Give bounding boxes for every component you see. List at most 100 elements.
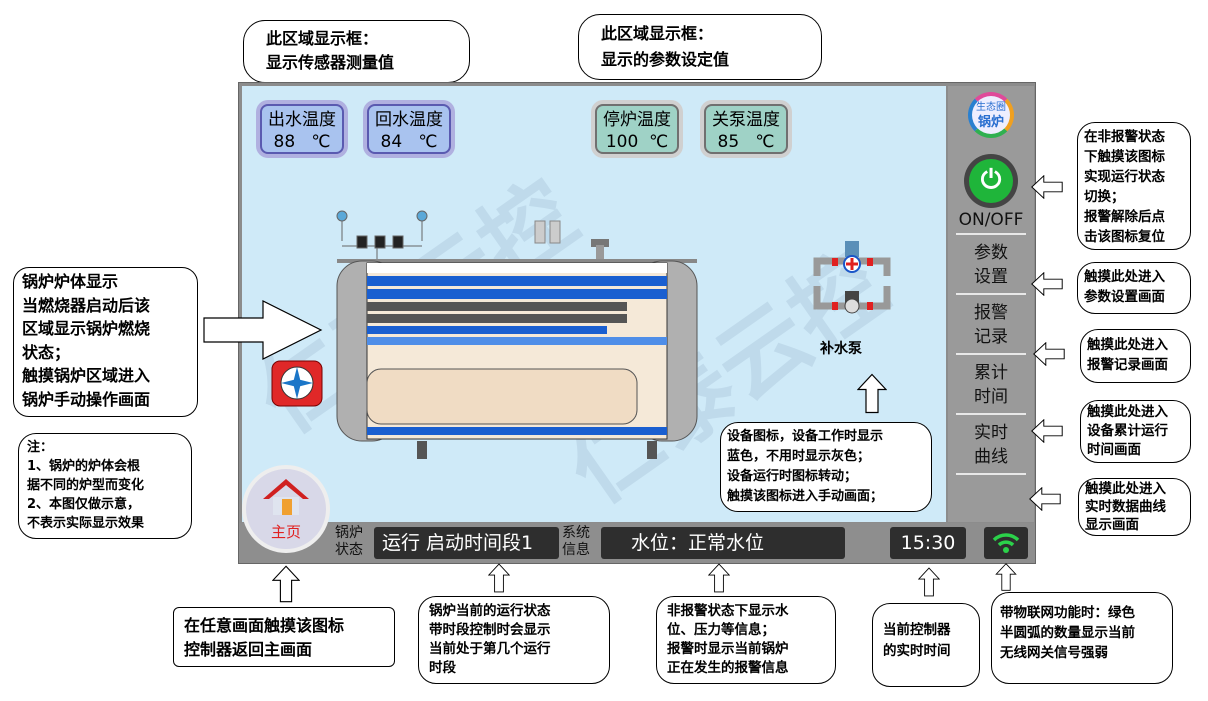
system-info-label: 系统信息 [562,525,590,559]
callout-line: 带物联网功能时：绿色 [1000,605,1135,621]
setpoint-value: 85 ℃ [706,131,786,153]
callout-line: 非报警状态下显示水 [667,603,789,619]
status-bar: 锅炉状态 运行 启动时间段1 系统信息 水位：正常水位 15:30 [239,523,1035,563]
callout-line: 设备运行时图标转动； [727,469,858,484]
callout-alarm-log: 触摸此处进入报警记录画面 [1080,329,1191,383]
nav-label: 参数 [974,243,1008,263]
callout-line: 锅炉手动操作画面 [22,389,151,409]
callout-clock: 当前控制器的实时时间 [872,603,980,687]
callout-line: 报警记录画面 [1087,357,1168,373]
callout-line: 在任意画面触摸该图标 [184,616,345,635]
boiler-graphic[interactable] [267,201,707,471]
sensor-label: 回水温度 [375,110,443,130]
callout-line: 当前控制器 [883,622,951,638]
callout-line: 带时段控制时会显示 [429,622,551,638]
home-icon [263,479,309,515]
nav-param-settings[interactable]: 参数设置 [956,235,1026,295]
setpoint-stop-temp[interactable]: 停炉温度 100 ℃ [595,104,679,154]
callout-line: 当燃烧器启动后该 [22,295,151,315]
arrow-up-icon [488,563,510,593]
arrow-left-icon [1030,419,1064,443]
clock: 15:30 [890,527,966,559]
nav-label: 曲线 [974,447,1008,467]
callout-line: 的实时时间 [883,643,951,659]
callout-home: 在任意画面触摸该图标控制器返回主画面 [173,607,395,667]
setpoint-label: 关泵温度 [712,110,780,130]
callout-line: 88 [273,132,296,152]
callout-line: 触摸此处进入 [1087,404,1168,420]
home-label: 主页 [270,523,301,541]
wifi-icon [992,533,1020,553]
callout-line: 触摸此处进入 [1085,481,1166,497]
callout-boiler-body: 锅炉炉体显示 当燃烧器启动后该 区域显示锅炉燃烧 状态； 触摸锅炉区域进入 锅炉… [13,267,198,417]
callout-line: 不表示实际显示效果 [27,516,145,531]
arrow-up-icon [272,565,300,603]
callout-line: 触摸锅炉区域进入 [22,366,151,385]
arrow-left-icon [1030,272,1064,296]
callout-line: 当前处于第几个运行 [429,641,551,657]
burner-fan-icon[interactable] [271,360,323,407]
main-screen: 仁泰云控 仁泰云控 出水温度 88 ℃ 回水温度 84 ℃ 停炉温度 100 ℃… [242,86,946,522]
arrow-left-icon [1032,342,1066,366]
callout-onoff: 在非报警状态下触摸该图标实现运行状态切换；报警解除后点击该图标复位 [1077,122,1191,250]
sidebar: 生态圈 锅炉 ⏻ ON/OFF 参数设置 报警记录 累计时间 实时曲线 [948,86,1034,522]
callout-line: 报警时显示当前锅炉 [667,641,789,657]
callout-line: 切换； [1084,189,1125,205]
callout-line: 100 [605,132,639,152]
power-button[interactable]: ⏻ [964,154,1018,208]
setpoint-pump-off-temp[interactable]: 关泵温度 85 ℃ [704,104,788,154]
callout-line: 信息 [562,542,590,558]
arrow-right-icon [203,300,323,360]
arrow-up-icon [918,567,940,597]
callout-cumulative-time: 触摸此处进入设备累计运行时间画面 [1080,400,1191,463]
callout-param-box: 此区域显示框： 显示的参数设定值 [578,14,822,80]
callout-realtime-curve: 触摸此处进入实时数据曲线显示画面 [1078,478,1191,536]
sensor-value: 84 ℃ [369,131,449,153]
nav-alarm-log[interactable]: 报警记录 [956,295,1026,355]
nav-cumulative-time[interactable]: 累计时间 [956,355,1026,415]
callout-line: 设备累计运行 [1087,423,1168,439]
callout-line: 显示传感器测量值 [266,53,395,72]
power-icon: ⏻ [969,159,1013,203]
callout-line: 此区域显示框： [601,24,714,43]
callout-line: 半圆弧的数量显示当前 [1000,625,1135,641]
callout-sensor-box: 此区域显示框： 显示传感器测量值 [243,20,470,83]
callout-line: 系统 [562,525,590,541]
callout-run-state: 锅炉当前的运行状态带时段控制时会显示当前处于第几个运行时段 [418,596,610,684]
sensor-outlet-temp: 出水温度 88 ℃ [260,104,344,154]
callout-line: 实时数据曲线 [1085,499,1166,515]
boiler-state-label: 锅炉状态 [335,525,363,559]
callout-line: 触摸此处进入 [1087,337,1168,353]
callout-line: 时间画面 [1087,442,1141,458]
nav-label: 记录 [974,327,1008,347]
arrow-up-icon [708,563,730,593]
wifi-signal [984,527,1028,559]
callout-line: 设备图标，设备工作时显示 [727,429,884,444]
safety-valves [534,220,609,261]
home-button[interactable]: 主页 [242,465,330,553]
callout-device-icon: 设备图标，设备工作时显示 蓝色，不用时显示灰色； 设备运行时图标转动； 触摸该图… [720,422,932,512]
callout-line: 触摸该图标进入手动画面； [727,489,884,504]
callout-note: 注： 1、锅炉的炉体会根 据不同的炉型而变化 2、本图仅做示意， 不表示实际显示… [18,433,192,539]
logo-text: 生态圈 [976,102,1006,113]
callout-line: 区域显示锅炉燃烧 [22,319,151,338]
nav-label: 实时 [974,423,1008,443]
nav-label: 报警 [974,303,1008,323]
callout-line: ℃ [755,132,775,152]
callout-line: ℃ [418,132,438,152]
setpoint-label: 停炉温度 [603,110,671,130]
nav-realtime-curve[interactable]: 实时曲线 [956,415,1026,475]
callout-line: 状态； [22,342,71,362]
boiler-state-value: 运行 启动时间段1 [374,527,559,559]
callout-line: 注： [27,440,54,455]
callout-line: 报警解除后点 [1084,209,1165,225]
callout-line: 据不同的炉型而变化 [27,478,145,493]
callout-line: 触摸此处进入 [1084,269,1165,285]
pressure-gauges [336,210,428,261]
arrow-up-icon [857,373,887,414]
callout-line: 2、本图仅做示意， [27,497,141,512]
feed-pump-icon[interactable] [807,236,897,326]
callout-line: 参数设置画面 [1084,289,1165,305]
nav-label: 时间 [974,387,1008,407]
callout-line: 显示画面 [1085,517,1139,533]
